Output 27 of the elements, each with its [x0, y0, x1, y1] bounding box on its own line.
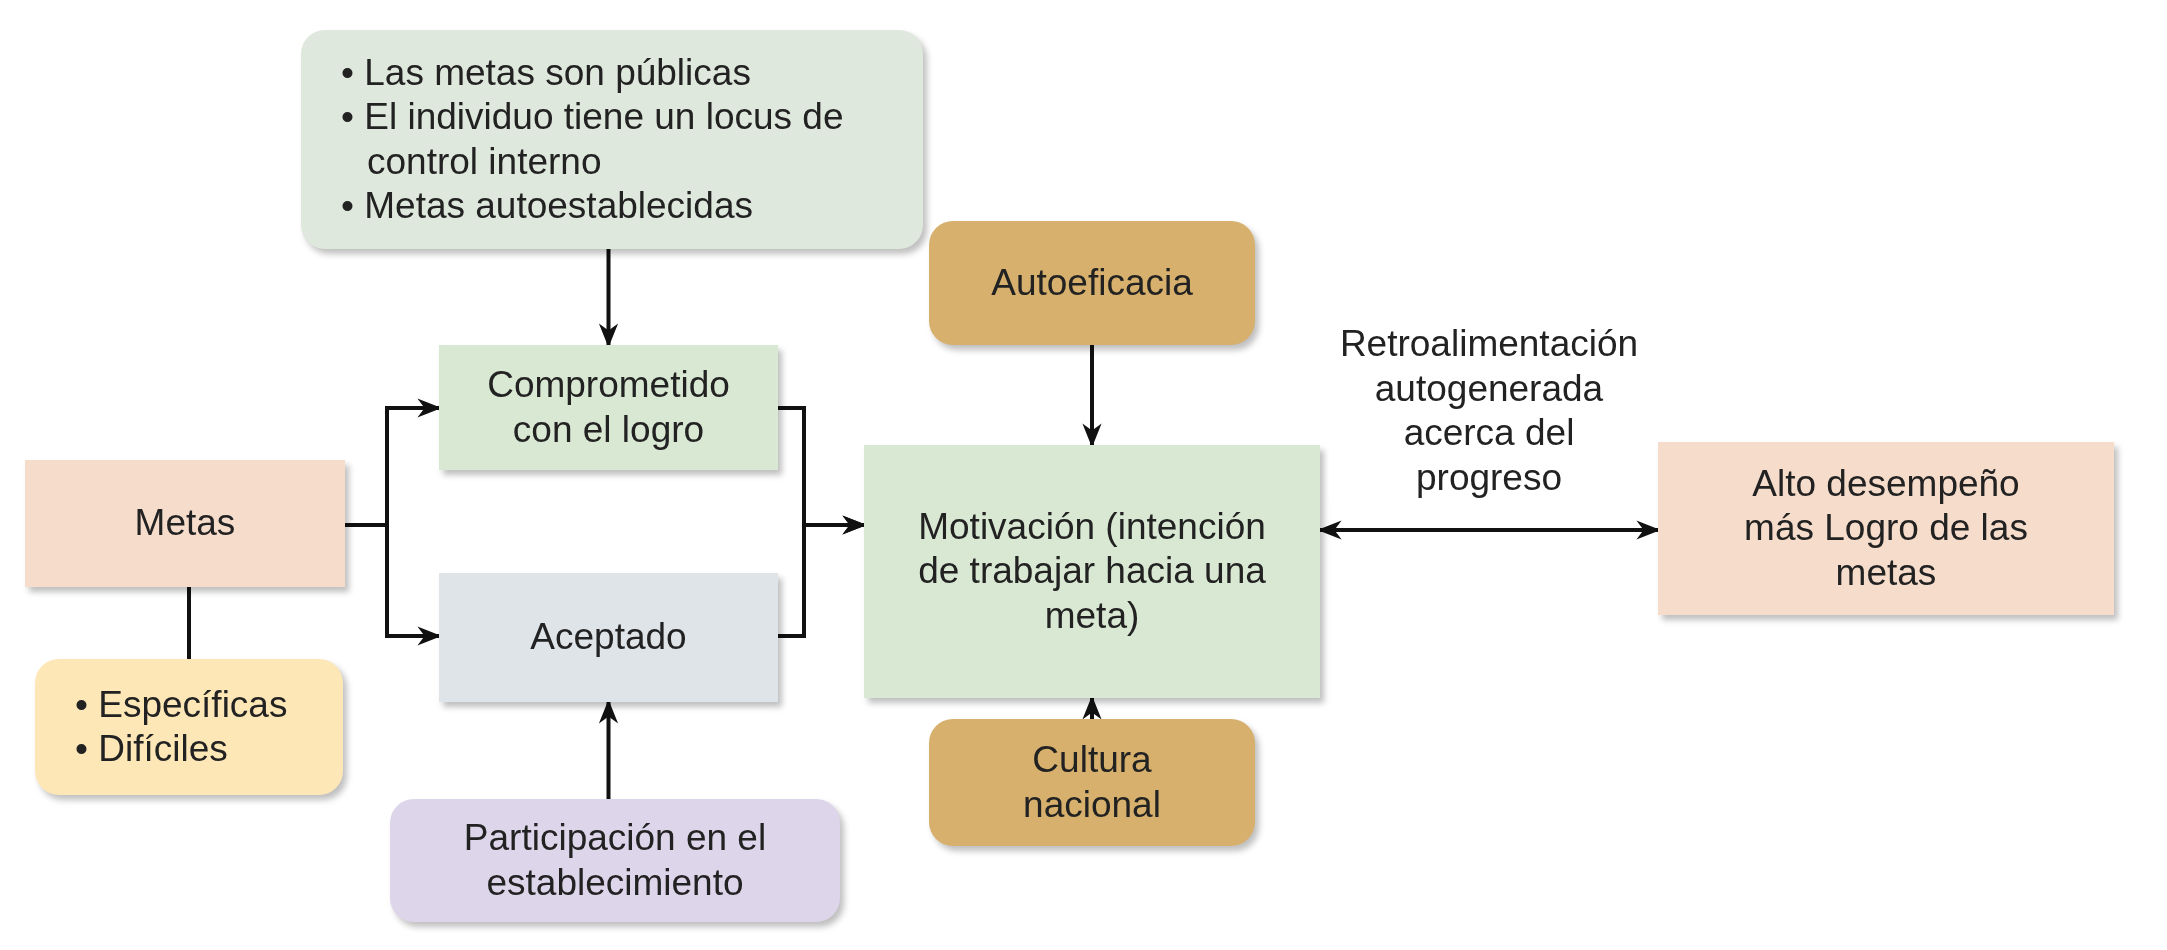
bullet-item: • Las metas son públicas: [341, 50, 751, 95]
node-text: Motivación (intención de trabajar hacia una meta): [917, 504, 1267, 638]
connector-line: [187, 587, 191, 659]
outcome-box: [1658, 442, 2114, 615]
condition-box: [301, 30, 923, 249]
node-text: Alto desempeño más Logro de las metas: [1743, 461, 2029, 595]
node-text: Comprometido con el logro: [486, 363, 731, 452]
node-text: Autoeficacia: [991, 260, 1193, 305]
node-text: Cultura nacional: [1022, 738, 1162, 827]
node-text: Metas: [134, 501, 236, 546]
bullet-item: • El individuo tiene un locus de control interno: [341, 95, 845, 184]
node-text: Aceptado: [530, 615, 687, 660]
arrow: [598, 249, 619, 348]
attribute-box: [35, 659, 343, 795]
process-box: [439, 345, 778, 470]
factor-box: [929, 719, 1255, 846]
arrow: [345, 523, 442, 646]
arrow: [1082, 345, 1102, 448]
bullet-item: • Metas autoestablecidas: [341, 183, 753, 228]
node-text: Participación en el establecimiento: [462, 816, 768, 905]
bullet-item: • Específicas: [75, 682, 289, 727]
process-box: [864, 445, 1320, 698]
factor-box: [390, 799, 840, 922]
bullet-item: • Difíciles: [75, 727, 229, 771]
process-box: [25, 460, 345, 587]
factor-box: [929, 221, 1255, 345]
process-box: [439, 573, 778, 702]
